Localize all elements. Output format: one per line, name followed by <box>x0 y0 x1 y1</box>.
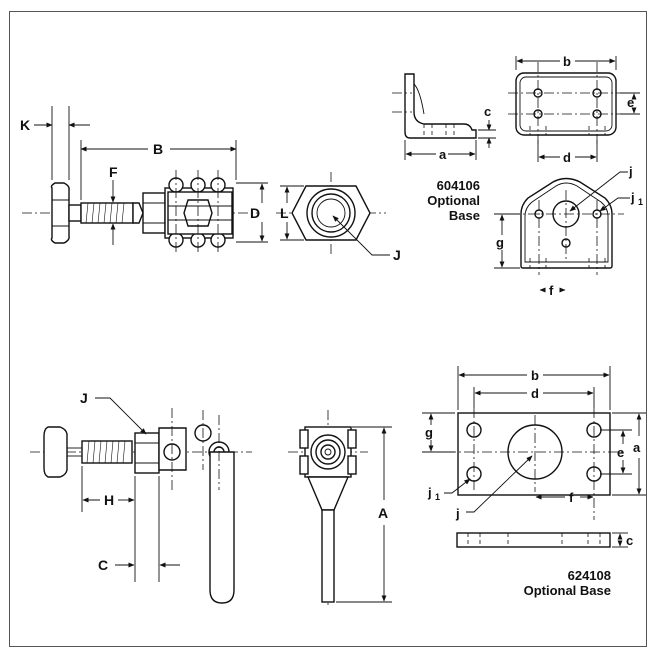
label-A: A <box>378 505 388 521</box>
label-D: D <box>250 205 260 221</box>
label-j1-624108: j <box>427 485 432 500</box>
leader-j-604106: j <box>569 164 633 212</box>
label-j-624108: j <box>455 506 460 521</box>
dim-e-604106: e <box>620 92 640 115</box>
dim-C: C <box>98 476 180 582</box>
dim-A: A <box>336 426 392 603</box>
leader-j1-624108: j 1 <box>427 478 471 502</box>
label-g-604106: g <box>496 235 504 250</box>
caption-624108-line2: Optional Base <box>524 583 611 598</box>
label-b-604106: b <box>563 54 571 69</box>
dim-F: F <box>109 164 118 245</box>
label-F: F <box>109 164 118 180</box>
label-H: H <box>104 492 114 508</box>
label-J-top: J <box>393 247 401 263</box>
base-604106-front-view <box>510 177 624 275</box>
caption-604106: 604106 Optional Base <box>427 178 480 223</box>
caption-624108: 624108 Optional Base <box>524 568 611 598</box>
lever-front-view <box>288 410 368 605</box>
dim-a-624108: a <box>612 412 646 496</box>
leader-j-624108: j <box>455 455 533 521</box>
caption-624108-line1: 624108 <box>568 568 611 583</box>
dim-L: L <box>280 185 304 241</box>
dim-e-624108: e <box>600 429 632 475</box>
label-J-bottom: J <box>80 390 88 406</box>
label-j1-sub-624108: 1 <box>435 492 440 502</box>
label-B: B <box>153 141 163 157</box>
label-b-624108: b <box>531 368 539 383</box>
label-e-624108: e <box>617 445 624 460</box>
leader-J-bottom: J <box>80 390 147 435</box>
sheet-border <box>9 11 647 647</box>
label-f-604106: f <box>549 283 554 298</box>
dim-b-604106: b <box>515 54 617 70</box>
base-604106-top-view <box>508 62 622 146</box>
caption-604106-line3: Base <box>449 208 480 223</box>
plunger-end-view <box>276 172 386 256</box>
label-L: L <box>280 205 289 221</box>
label-g-624108: g <box>425 425 433 440</box>
label-j1-sub-604106: 1 <box>638 197 643 207</box>
base-604106-side-view <box>392 73 477 139</box>
label-a-624108: a <box>633 440 641 455</box>
label-d-604106: d <box>563 150 571 165</box>
dim-d-624108: d <box>473 386 595 408</box>
leader-j1-604106: j 1 <box>599 190 643 212</box>
dim-K: K <box>20 106 90 180</box>
leader-J-top: J <box>332 215 401 263</box>
label-c-624108: c <box>626 533 633 548</box>
label-c-604106: c <box>484 104 491 119</box>
dim-B: B <box>80 140 237 200</box>
label-C: C <box>98 557 108 573</box>
dim-c-624108: c <box>612 532 633 548</box>
label-K: K <box>20 117 30 133</box>
label-a-604106: a <box>439 147 447 162</box>
dim-f-624108: f <box>535 490 594 505</box>
dim-g-624108: g <box>422 412 455 453</box>
lever-side-view <box>30 408 252 604</box>
dim-g-604106: g <box>494 213 520 269</box>
plunger-side-view <box>22 170 258 255</box>
base-624108-side-view <box>456 532 611 548</box>
caption-604106-line2: Optional <box>427 193 480 208</box>
dim-f-604106: f <box>539 283 566 298</box>
caption-604106-line1: 604106 <box>437 178 480 193</box>
dim-d-604106: d <box>537 140 598 165</box>
label-f-624108: f <box>569 490 574 505</box>
base-624108-top-view <box>446 408 622 520</box>
dim-D: D <box>236 182 268 243</box>
dim-c-604106: c <box>478 104 496 148</box>
label-j-604106: j <box>628 164 633 179</box>
dim-a-604106: a <box>404 140 477 162</box>
label-j1-604106: j <box>630 190 635 205</box>
dim-b-624108: b <box>457 366 611 410</box>
label-d-624108: d <box>531 386 539 401</box>
dim-H: H <box>81 466 136 512</box>
label-e-604106: e <box>627 95 634 110</box>
